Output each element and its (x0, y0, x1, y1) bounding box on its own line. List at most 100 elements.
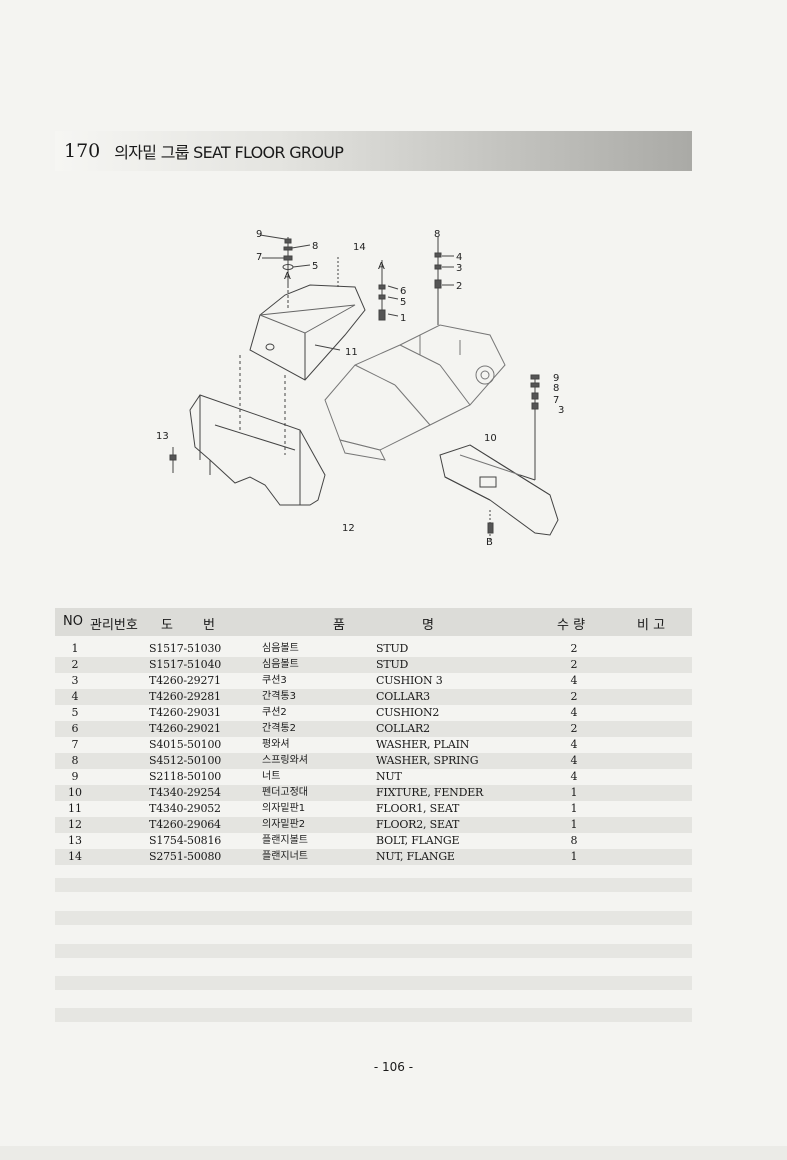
seat-floor-1 (249, 284, 366, 381)
row-no: 14 (68, 850, 82, 863)
row-quantity: 2 (570, 658, 578, 671)
row-quantity: 1 (570, 802, 578, 815)
callout-3-right: 3 (456, 263, 462, 274)
callout-a-left: A (284, 271, 291, 282)
transmission-housing (324, 324, 506, 461)
parts-diagram-svg: 9 8 7 5 A 14 A 6 5 1 8 4 3 2 11 9 8 7 3 … (156, 229, 564, 548)
table-row: 1 S1517-51030 심음볼트 STUD 2 (55, 641, 692, 657)
row-part-number: T4260-29021 (149, 722, 221, 735)
callout-a-center: A (378, 261, 385, 272)
row-quantity: 2 (570, 642, 578, 655)
header-remark: 비 고 (637, 618, 666, 633)
callout-7-left: 7 (256, 252, 262, 263)
hardware-stack-right (434, 237, 454, 325)
row-name-korean: 간격통2 (262, 723, 296, 734)
row-part-number: S2751-50080 (149, 850, 222, 863)
row-part-number: S1754-50816 (149, 834, 222, 847)
section-title-bar: 170 의자밑 그룹 SEAT FLOOR GROUP (55, 131, 692, 171)
table-row: 3 T4260-29271 쿠션3 CUSHION 3 4 (55, 673, 692, 689)
row-name-korean: 스프링와셔 (262, 755, 308, 766)
callout-9-fender: 9 (553, 373, 559, 384)
row-name-english: FLOOR1, SEAT (376, 802, 460, 815)
row-name-english: COLLAR3 (376, 690, 430, 703)
row-no: 9 (71, 770, 79, 783)
row-name-korean: 너트 (262, 771, 281, 782)
row-no: 4 (71, 690, 79, 703)
row-name-korean: 의자밑판2 (262, 819, 306, 830)
row-part-number: T4260-29271 (149, 674, 221, 687)
row-name-english: COLLAR2 (376, 722, 430, 735)
callout-10: 10 (484, 433, 497, 444)
row-name-korean: 간격통3 (262, 691, 296, 702)
callout-5-left: 5 (312, 261, 318, 272)
callout-8-fender: 8 (553, 383, 559, 394)
row-quantity: 1 (570, 786, 578, 799)
row-name-english: STUD (376, 658, 409, 671)
callout-6: 6 (400, 286, 406, 297)
callout-14: 14 (353, 242, 366, 253)
callout-4: 4 (456, 252, 462, 263)
header-qty: 수 량 (557, 618, 586, 633)
empty-row-band (55, 944, 692, 958)
empty-row-band (55, 976, 692, 990)
row-name-english: FLOOR2, SEAT (376, 818, 460, 831)
row-name-korean: 쿠션3 (262, 675, 287, 686)
row-name-korean: 플랜지너트 (262, 851, 308, 862)
row-name-korean: 평와셔 (262, 739, 290, 750)
empty-row-band (55, 878, 692, 892)
callout-2: 2 (456, 281, 462, 292)
table-row: 7 S4015-50100 평와셔 WASHER, PLAIN 4 (55, 737, 692, 753)
header-mgmt-no: 관리번호 (90, 618, 138, 633)
table-row: 8 S4512-50100 스프링와셔 WASHER, SPRING 4 (55, 753, 692, 769)
row-quantity: 4 (570, 754, 578, 767)
row-part-number: S4015-50100 (149, 738, 222, 751)
row-quantity: 4 (570, 770, 578, 783)
header-drawing-1: 도 (161, 618, 173, 633)
header-no: NO (63, 614, 83, 629)
row-name-english: WASHER, PLAIN (376, 738, 470, 751)
row-name-korean: 쿠션2 (262, 707, 287, 718)
table-row: 2 S1517-51040 심음볼트 STUD 2 (55, 657, 692, 673)
row-name-english: NUT, FLANGE (376, 850, 455, 863)
row-name-korean: 펜더고정대 (262, 787, 308, 798)
row-part-number: S4512-50100 (149, 754, 222, 767)
row-name-english: STUD (376, 642, 409, 655)
row-name-english: FIXTURE, FENDER (376, 786, 484, 799)
row-name-english: CUSHION 3 (376, 674, 443, 687)
row-part-number: T4340-29254 (149, 786, 221, 799)
row-part-number: S1517-51040 (149, 658, 222, 671)
row-name-english: NUT (376, 770, 402, 783)
row-no: 12 (68, 818, 82, 831)
row-quantity: 4 (570, 706, 578, 719)
callout-12: 12 (342, 523, 355, 534)
row-quantity: 8 (570, 834, 578, 847)
callout-8-left: 8 (312, 241, 318, 252)
page-bottom-edge (0, 1146, 787, 1160)
header-name-1: 품 (333, 618, 345, 633)
row-name-english: WASHER, SPRING (376, 754, 479, 767)
row-name-korean: 심음볼트 (262, 643, 299, 654)
row-name-english: BOLT, FLANGE (376, 834, 460, 847)
row-quantity: 1 (570, 850, 578, 863)
row-name-korean: 의자밑판1 (262, 803, 306, 814)
row-quantity: 4 (570, 674, 578, 687)
row-no: 6 (71, 722, 79, 735)
header-name-2: 명 (422, 618, 434, 633)
row-quantity: 2 (570, 690, 578, 703)
parts-table-header: NO 관리번호 도 번 품 명 수 량 비 고 (55, 608, 692, 636)
hardware-stack-fender (530, 374, 540, 465)
row-part-number: S1517-51030 (149, 642, 222, 655)
callout-5-center: 5 (400, 297, 406, 308)
callout-b: B (486, 537, 493, 548)
row-no: 11 (68, 802, 82, 815)
row-part-number: T4260-29031 (149, 706, 221, 719)
callout-13: 13 (156, 431, 169, 442)
row-no: 13 (68, 834, 82, 847)
parts-table-body: 1 S1517-51030 심음볼트 STUD 2 2 S1517-51040 … (55, 641, 692, 865)
table-row: 14 S2751-50080 플랜지너트 NUT, FLANGE 1 (55, 849, 692, 865)
hardware-stack-center (378, 260, 399, 321)
row-no: 5 (71, 706, 79, 719)
row-part-number: T4260-29281 (149, 690, 221, 703)
section-title: 의자밑 그룹 SEAT FLOOR GROUP (114, 143, 344, 162)
table-row: 11 T4340-29052 의자밑판1 FLOOR1, SEAT 1 (55, 801, 692, 817)
